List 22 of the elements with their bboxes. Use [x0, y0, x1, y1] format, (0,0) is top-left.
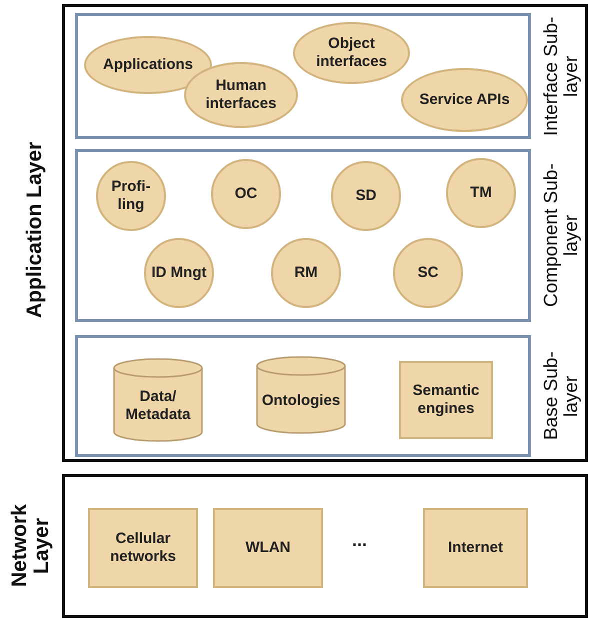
- network-box: Cellular networks: [88, 508, 198, 588]
- oval: Applications: [84, 36, 212, 94]
- sublayer-title: Interface Sub-layer: [542, 15, 582, 138]
- circle: OC: [211, 159, 281, 229]
- ellipsis-text: ...: [352, 530, 368, 551]
- sublayer-title: Base Sub-layer: [542, 350, 582, 442]
- layer-title: Application Layer: [24, 142, 46, 318]
- database-cylinder: Ontologies: [256, 356, 346, 434]
- circle: TM: [446, 158, 516, 228]
- oval: Service APIs: [401, 68, 528, 132]
- circle: ID Mngt: [144, 238, 214, 308]
- oval: Object interfaces: [293, 22, 410, 84]
- circle: SD: [331, 161, 401, 231]
- circle: Profi- ling: [96, 161, 166, 231]
- circle: RM: [271, 238, 341, 308]
- network-box: Internet: [423, 508, 528, 588]
- sublayer-title: Component Sub-layer: [542, 162, 582, 310]
- layer-title: Network Layer: [8, 503, 54, 590]
- component-box: Semantic engines: [399, 361, 493, 439]
- circle: SC: [393, 238, 463, 308]
- network-box: WLAN: [213, 508, 323, 588]
- database-cylinder: Data/ Metadata: [113, 358, 203, 442]
